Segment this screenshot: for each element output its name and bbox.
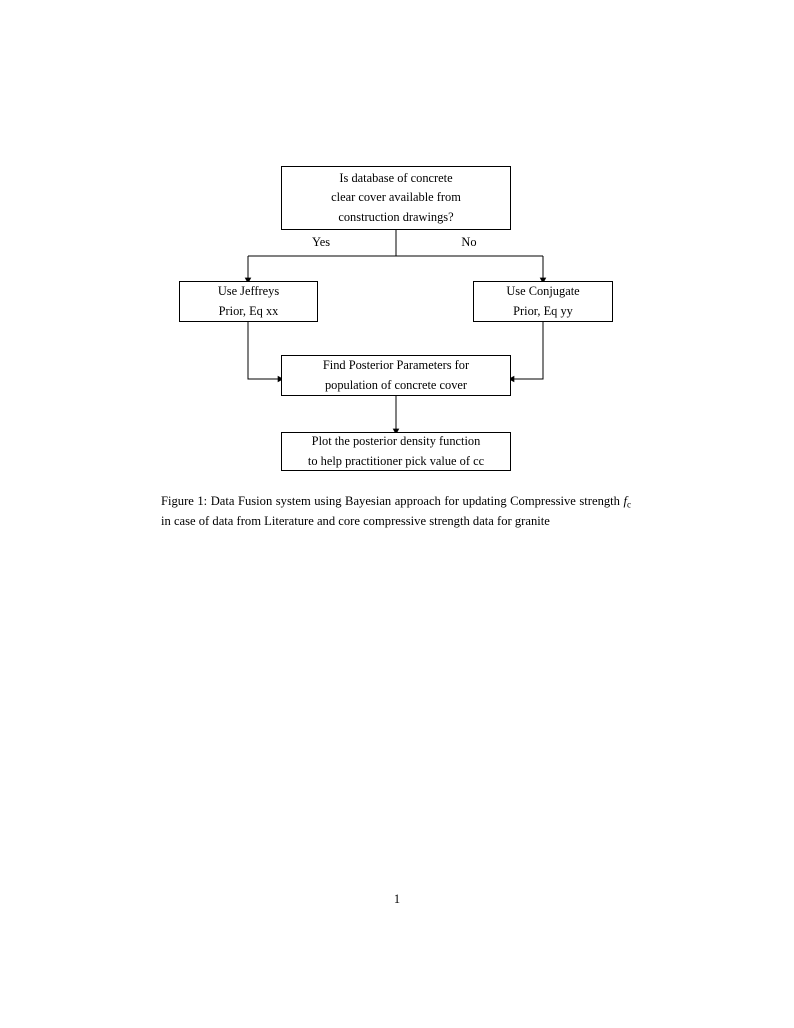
node-conjugate-line-1: Use Conjugate: [506, 284, 580, 299]
node-decision-line-2: clear cover available from: [331, 190, 461, 205]
node-conjugate-line-2: Prior, Eq yy: [513, 303, 573, 318]
figure-caption: Figure 1: Data Fusion system using Bayes…: [161, 492, 631, 532]
figure-caption-math-fc: fc: [623, 494, 631, 510]
figure-caption-text-part1: Data Fusion system using Bayesian approa…: [207, 494, 624, 508]
flowchart-connectors: [244, 230, 547, 435]
node-jeffreys-line-1: Use Jeffreys: [217, 284, 280, 299]
edge-jeffreys-to-posterior: [247, 322, 284, 383]
figure-caption-label: Figure 1:: [161, 494, 208, 508]
edge-label-no: No: [461, 235, 477, 249]
flowchart-node-conjugate-prior: Use Conjugate Prior, Eq yy: [473, 281, 613, 322]
math-base: f: [623, 494, 627, 508]
flowchart-node-find-posterior: Find Posterior Parameters for population…: [281, 355, 511, 396]
flowchart-node-decision: Is database of concrete clear cover avai…: [281, 166, 511, 230]
page-number: 1: [393, 892, 401, 906]
flowchart-node-plot-density: Plot the posterior density function to h…: [281, 432, 511, 471]
node-decision-line-3: construction drawings?: [338, 209, 454, 224]
math-subscript: c: [626, 499, 631, 510]
flowchart-node-jeffreys-prior: Use Jeffreys Prior, Eq xx: [179, 281, 318, 322]
node-posterior-line-2: population of concrete cover: [324, 377, 468, 392]
node-decision-line-1: Is database of concrete: [339, 171, 453, 186]
node-plot-line-1: Plot the posterior density function: [311, 434, 481, 449]
edge-conjugate-to-posterior: [508, 322, 544, 383]
edge-label-yes: Yes: [311, 235, 331, 249]
node-plot-line-2: to help practitioner pick value of cc: [307, 453, 485, 468]
node-jeffreys-line-2: Prior, Eq xx: [218, 303, 279, 318]
node-posterior-line-1: Find Posterior Parameters for: [322, 358, 470, 373]
figure-caption-text-part2: in case of data from Literature and core…: [161, 513, 550, 528]
